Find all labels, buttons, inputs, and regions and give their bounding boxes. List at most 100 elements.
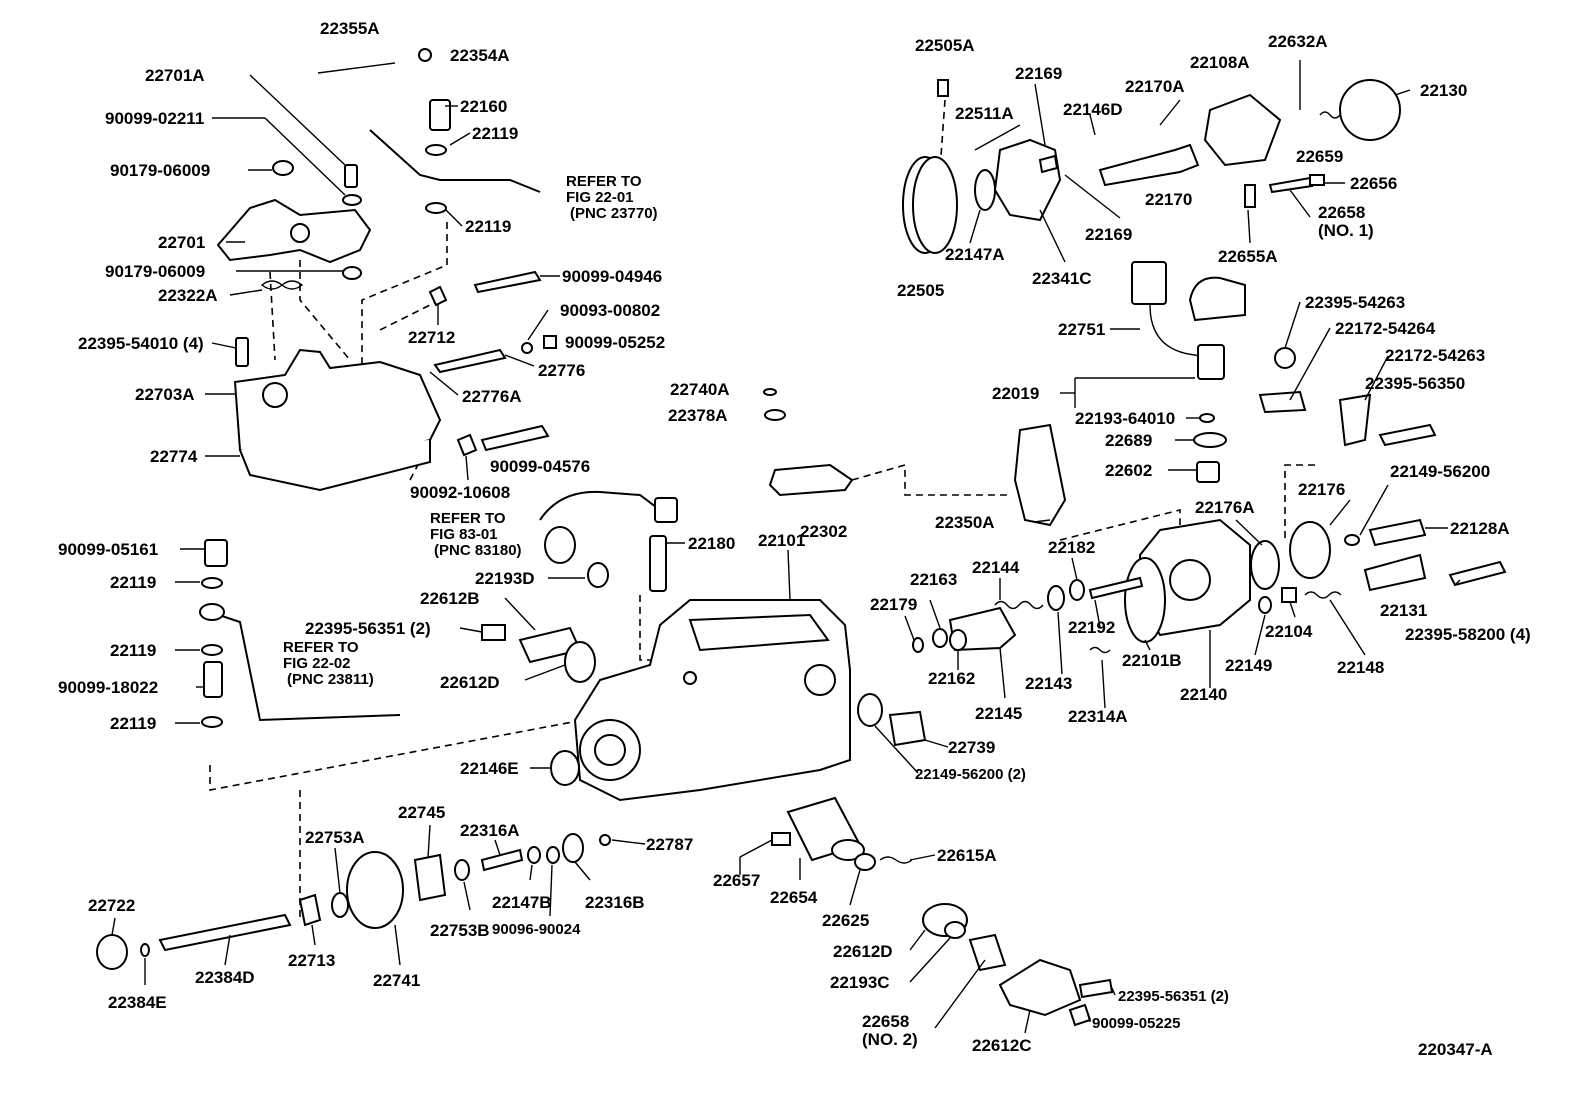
part-label: 22689 bbox=[1105, 431, 1152, 450]
wiring-83-01 bbox=[539, 490, 661, 521]
clip-22740A bbox=[763, 388, 777, 396]
part-label: 22302 bbox=[800, 522, 847, 541]
pump-body-22101 bbox=[573, 599, 851, 802]
part-label: 22162 bbox=[928, 669, 975, 688]
part-label: 22658 bbox=[862, 1012, 909, 1031]
part-22354A bbox=[418, 48, 432, 62]
part-label: 22192 bbox=[1068, 618, 1115, 637]
part-label: 22701 bbox=[158, 233, 205, 252]
clip-22395-54263 bbox=[1274, 347, 1296, 369]
part-label: 22147A bbox=[945, 245, 1005, 264]
reference-line: REFER TO bbox=[283, 639, 359, 656]
part-label: 22170A bbox=[1125, 77, 1185, 96]
part-label: 22108A bbox=[1190, 53, 1250, 72]
gear-22511A bbox=[993, 138, 1062, 222]
bracket-22172-54263 bbox=[1338, 393, 1372, 447]
part-label: 22146D bbox=[1063, 100, 1123, 119]
head-bore bbox=[1169, 559, 1211, 601]
part-label: 22657 bbox=[713, 871, 760, 890]
seal-22147A bbox=[974, 169, 996, 211]
washer-22182 bbox=[1069, 579, 1085, 601]
part-label: 22147B bbox=[492, 893, 552, 912]
cam-plate-22130 bbox=[1339, 79, 1401, 141]
part-label: 22787 bbox=[646, 835, 693, 854]
pump-bore-inner bbox=[594, 734, 626, 766]
reference-line: FIG 22-01 bbox=[566, 189, 634, 206]
part-label: 22395-58200 (4) bbox=[1405, 625, 1531, 644]
part-labels: 22355A 22354A 22701A 90099-02211 22160 2… bbox=[58, 19, 1531, 1055]
washer-22384E bbox=[140, 943, 150, 957]
pipe-22-02 bbox=[209, 611, 401, 722]
reference-line: FIG 83-01 bbox=[430, 526, 498, 543]
cover-22612C bbox=[998, 958, 1082, 1017]
part-label: 22176 bbox=[1298, 480, 1345, 499]
part-label: 22176A bbox=[1195, 498, 1255, 517]
part-label: 22753B bbox=[430, 921, 490, 940]
pipe-eye bbox=[199, 603, 225, 621]
filter-22602 bbox=[1196, 461, 1220, 483]
part-label: 22655A bbox=[1218, 247, 1278, 266]
part-label: 22776A bbox=[462, 387, 522, 406]
part-label: 22612C bbox=[972, 1036, 1032, 1055]
part-label: 22146E bbox=[460, 759, 519, 778]
part-label: 22703A bbox=[135, 385, 195, 404]
part-label: 22740A bbox=[670, 380, 730, 399]
part-label: 22384E bbox=[108, 993, 167, 1012]
bolt-22160 bbox=[429, 99, 451, 131]
washer-22753B bbox=[454, 859, 470, 881]
bolt-22395-56351 bbox=[481, 624, 506, 641]
reference-line: (PNC 83180) bbox=[434, 542, 522, 559]
part-label: 22140 bbox=[1180, 685, 1227, 704]
part-shapes bbox=[96, 48, 1507, 1027]
seal-22146E bbox=[550, 750, 580, 786]
reference-line: (PNC 23811) bbox=[287, 671, 374, 688]
roller-22658 bbox=[1268, 176, 1314, 194]
screw-22505A bbox=[937, 79, 949, 97]
gasket-22119-b bbox=[201, 644, 223, 656]
part-label: 22625 bbox=[822, 911, 869, 930]
bolt-22395-56351-lower bbox=[1078, 978, 1114, 999]
part-label: 22130 bbox=[1420, 81, 1467, 100]
washer-shape bbox=[342, 194, 362, 206]
part-label: 22722 bbox=[88, 896, 135, 915]
part-label: 22119 bbox=[110, 641, 156, 660]
part-label: 22701A bbox=[145, 66, 205, 85]
part-label: 22131 bbox=[1380, 601, 1427, 620]
lever-22302 bbox=[768, 463, 854, 497]
part-label: 22612B bbox=[420, 589, 480, 608]
valve-22104 bbox=[1281, 587, 1297, 603]
part-label: 22193D bbox=[475, 569, 535, 588]
part-label: 22395-56350 bbox=[1365, 374, 1465, 393]
fuel-pipe-top bbox=[369, 129, 541, 193]
part-label: 22395-54263 bbox=[1305, 293, 1405, 312]
part-label: 22193-64010 bbox=[1075, 409, 1175, 428]
washer-22147B bbox=[527, 846, 541, 864]
nut-22712 bbox=[428, 285, 448, 307]
part-label: 22119 bbox=[472, 124, 518, 143]
part-label: 22172-54263 bbox=[1385, 346, 1485, 365]
part-label: 90093-00802 bbox=[560, 301, 660, 320]
gasket-top bbox=[425, 144, 447, 156]
part-label: 22355A bbox=[320, 19, 380, 38]
part-label: 22193C bbox=[830, 973, 890, 992]
part-label: 22774 bbox=[150, 447, 198, 466]
drive-pulley-face bbox=[912, 156, 958, 254]
leader-lines bbox=[111, 60, 1461, 1034]
part-label: 90099-02211 bbox=[105, 109, 204, 128]
valve-22131 bbox=[1363, 553, 1427, 592]
shaft-22316A bbox=[480, 848, 524, 872]
part-label: 22170 bbox=[1145, 190, 1192, 209]
reference-line: REFER TO bbox=[430, 510, 506, 527]
part-label: 22104 bbox=[1265, 622, 1313, 641]
nut-90099-05225 bbox=[1068, 1003, 1092, 1027]
part-label: 22179 bbox=[870, 595, 917, 614]
connector-83-01 bbox=[654, 497, 678, 523]
part-label: 22615A bbox=[937, 846, 997, 865]
gasket-bottom bbox=[425, 202, 447, 214]
gasket-22119-c bbox=[201, 716, 223, 728]
part-label: 22341C bbox=[1032, 269, 1092, 288]
banjo-bolt-90099-18022 bbox=[203, 661, 223, 698]
washer-22378A bbox=[764, 409, 786, 421]
part-label: 22019 bbox=[992, 384, 1039, 403]
